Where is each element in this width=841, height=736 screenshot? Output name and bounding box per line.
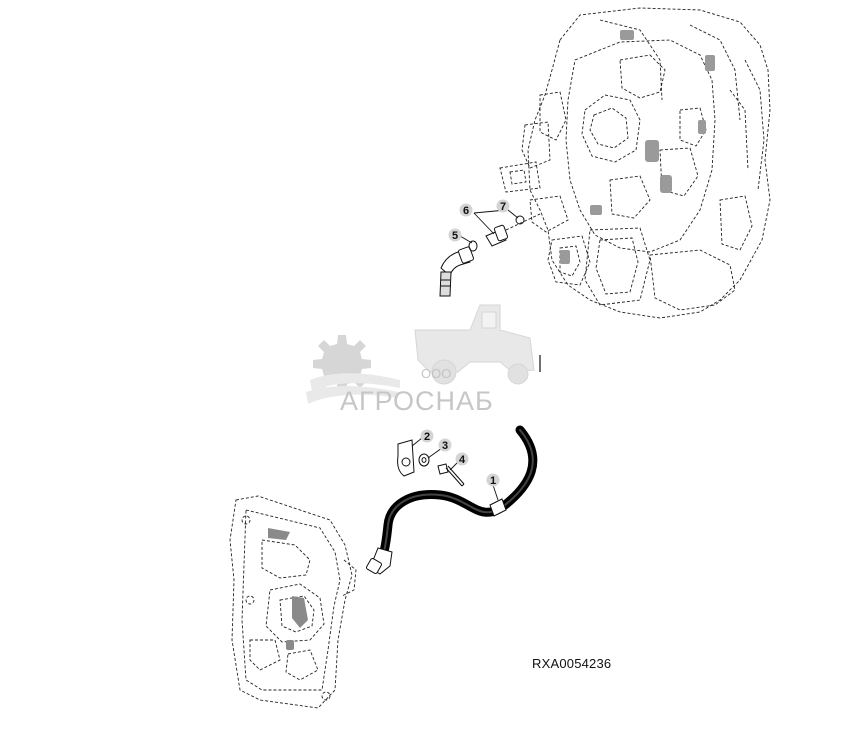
hose-ferrule xyxy=(489,498,507,517)
callout-3: 3 xyxy=(438,438,452,452)
watermark-harvester-icon xyxy=(414,304,535,385)
callout-label-5: 5 xyxy=(452,230,458,242)
watermark-gear-icon xyxy=(306,335,400,404)
cover-plate-shaded xyxy=(268,528,308,650)
upper-hose-stub xyxy=(439,271,452,297)
clamp-leader-lines xyxy=(411,437,499,501)
figure-code: RXA0054236 xyxy=(532,656,612,671)
callouts: 1 2 3 4 5 6 7 xyxy=(420,199,510,487)
clamp-group xyxy=(397,439,465,487)
transmission-housing xyxy=(499,7,771,319)
callout-label-6: 6 xyxy=(463,205,469,217)
callout-1: 1 xyxy=(486,473,500,487)
upper-fittings xyxy=(439,213,541,297)
housing-shaded-details xyxy=(560,30,715,264)
watermark-prefix: ООО xyxy=(421,366,451,381)
cap-screw xyxy=(437,463,449,475)
o-ring-5 xyxy=(468,240,478,252)
watermark: ООО АГРОСНАБ xyxy=(306,304,535,416)
callout-4: 4 xyxy=(455,452,469,466)
o-ring-7 xyxy=(515,215,525,225)
callout-7: 7 xyxy=(496,199,510,213)
callout-2: 2 xyxy=(420,429,434,443)
watermark-name: АГРОСНАБ xyxy=(340,386,494,416)
lower-elbow-fitting xyxy=(366,547,393,575)
callout-5: 5 xyxy=(448,228,462,242)
main-hose xyxy=(377,425,538,565)
callout-label-7: 7 xyxy=(500,201,506,213)
cover-plate xyxy=(229,495,357,709)
callout-label-3: 3 xyxy=(442,440,448,452)
callout-label-1: 1 xyxy=(490,475,496,487)
callout-label-2: 2 xyxy=(424,431,430,443)
callout-label-4: 4 xyxy=(459,454,466,466)
callout-6: 6 xyxy=(459,203,473,217)
